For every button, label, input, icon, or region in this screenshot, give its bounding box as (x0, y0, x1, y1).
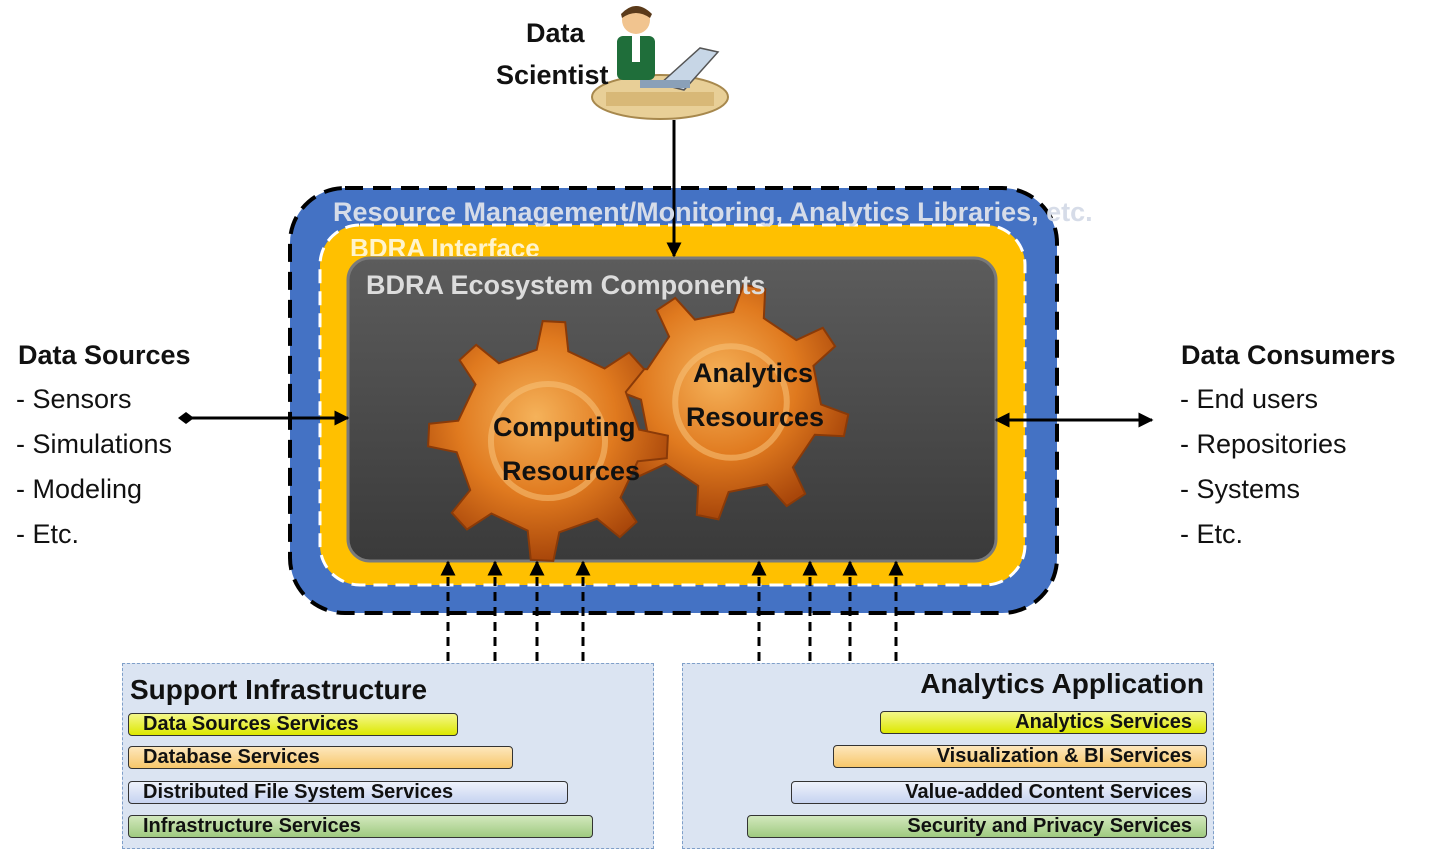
interface-layer-label: BDRA Interface (350, 234, 540, 256)
data-consumers-item: - Systems (1180, 474, 1301, 504)
database-services: Database Services (128, 746, 513, 769)
analytics-application-title: Analytics Application (920, 668, 1204, 699)
data-sources-services: Data Sources Services (128, 713, 458, 736)
data-sources-title: Data Sources (18, 340, 191, 370)
data-sources-item: - Etc. (16, 519, 80, 549)
data-scientist-label-1: Data (526, 18, 585, 48)
analytics-resources-label-1: Analytics (693, 358, 814, 388)
computing-resources-label-1: Computing (493, 412, 636, 442)
data-sources-item: - Simulations (16, 429, 173, 459)
security-privacy-services: Security and Privacy Services (747, 815, 1207, 838)
ecosystem-title: BDRA Ecosystem Components (366, 270, 766, 300)
analytics-resources-label-2: Resources (686, 402, 825, 432)
data-consumers-item: - End users (1180, 384, 1319, 414)
support-infrastructure-title: Support Infrastructure (130, 674, 428, 705)
data-consumers-item: - Etc. (1180, 519, 1244, 549)
infrastructure-services: Infrastructure Services (128, 815, 593, 838)
data-sources-item: - Sensors (16, 384, 132, 414)
data-scientist-label-2: Scientist (496, 60, 609, 90)
distributed-file-system-services: Distributed File System Services (128, 781, 568, 804)
data-scientist-icon (591, 6, 729, 120)
gears-group (427, 283, 850, 562)
data-sources-item: - Modeling (16, 474, 143, 504)
computing-resources-label-2: Resources (502, 456, 641, 486)
sources-arrow-diamond (178, 412, 194, 424)
outer-layer-dashed-border (288, 186, 1059, 615)
analytics-gear-icon (612, 283, 850, 521)
computing-gear-icon (427, 320, 669, 562)
visualization-bi-services: Visualization & BI Services (833, 745, 1207, 768)
analytics-services: Analytics Services (880, 711, 1207, 734)
data-consumers-title: Data Consumers (1181, 340, 1396, 370)
data-consumers-item: - Repositories (1180, 429, 1347, 459)
outer-layer-label: Resource Management/Monitoring, Analytic… (333, 197, 1093, 227)
value-added-content-services: Value-added Content Services (791, 781, 1207, 804)
